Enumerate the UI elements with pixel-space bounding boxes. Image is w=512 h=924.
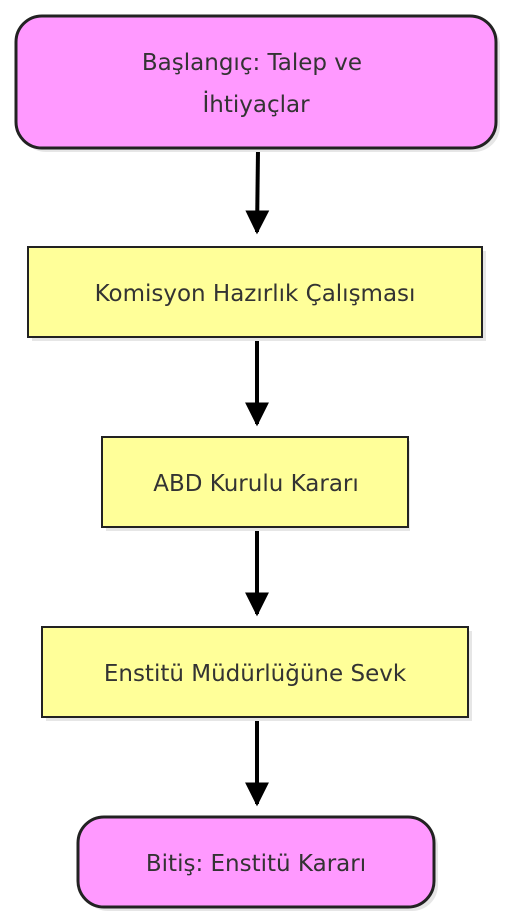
start-node-label-line1: Başlangıç: Talep ve [142, 50, 362, 76]
start-node-box [14, 14, 498, 150]
end-node-label: Bitiş: Enstitü Kararı [146, 851, 366, 877]
step3-box [41, 626, 469, 718]
step-institute-referral[interactable]: Enstitü Müdürlüğüne Sevk [41, 626, 472, 721]
step-commission-preparation[interactable]: Komisyon Hazırlık Çalışması [27, 246, 486, 341]
start-node[interactable]: Başlangıç: Talep ve İhtiyaçlar [14, 14, 500, 152]
end-node-box [76, 815, 436, 909]
end-node[interactable]: Bitiş: Enstitü Kararı [76, 815, 438, 911]
step-abd-board-decision[interactable]: ABD Kurulu Kararı [101, 436, 410, 531]
step2-label: ABD Kurulu Kararı [153, 471, 359, 497]
step1-box [27, 246, 483, 338]
edges [245, 149, 270, 807]
step2-box [101, 436, 409, 528]
step3-label: Enstitü Müdürlüğüne Sevk [104, 661, 407, 687]
step1-label: Komisyon Hazırlık Çalışması [95, 281, 416, 307]
edge-start-to-step1 [245, 149, 270, 235]
start-node-label-line2: İhtiyaçlar [202, 90, 310, 118]
